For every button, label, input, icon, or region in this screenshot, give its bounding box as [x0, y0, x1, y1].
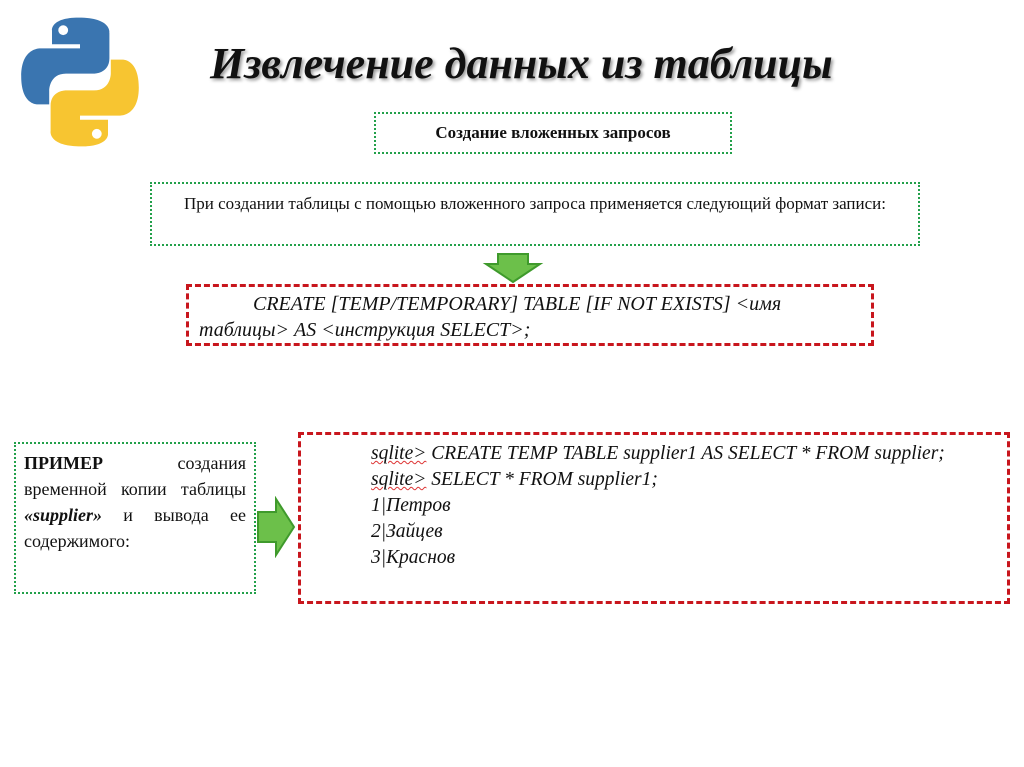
page-title: Извлечение данных из таблицы	[210, 39, 833, 88]
example-box: ПРИМЕР создания временной копии таблицы …	[14, 442, 256, 594]
prompt: sqlite>	[371, 469, 427, 490]
description-box: При создании таблицы с помощью вложенног…	[150, 182, 920, 246]
example-table-name: «supplier»	[24, 505, 103, 525]
prompt: sqlite>	[371, 443, 427, 464]
code-line: sqlite> SELECT * FROM supplier1;	[371, 469, 658, 490]
format-box: CREATE [TEMP/TEMPORARY] TABLE [IF NOT EX…	[186, 284, 874, 346]
format-text: CREATE [TEMP/TEMPORARY] TABLE [IF NOT EX…	[199, 293, 782, 341]
example-text-end: и вывода ее содержимого:	[24, 505, 246, 551]
python-logo	[21, 17, 139, 147]
subtitle-box: Создание вложенных запросов	[374, 112, 732, 154]
code-line: sqlite> CREATE TEMP TABLE supplier1 AS S…	[371, 443, 945, 464]
example-label: ПРИМЕР	[24, 453, 103, 473]
arrow-down-icon	[482, 253, 544, 284]
result-row: 1|Петров	[371, 495, 451, 516]
example-text: создания временной копии таблицы	[24, 453, 246, 499]
arrow-right-icon	[257, 496, 296, 558]
code-box: sqlite> CREATE TEMP TABLE supplier1 AS S…	[298, 432, 1010, 604]
result-row: 3|Краснов	[371, 547, 456, 568]
result-row: 2|Зайцев	[371, 521, 443, 542]
